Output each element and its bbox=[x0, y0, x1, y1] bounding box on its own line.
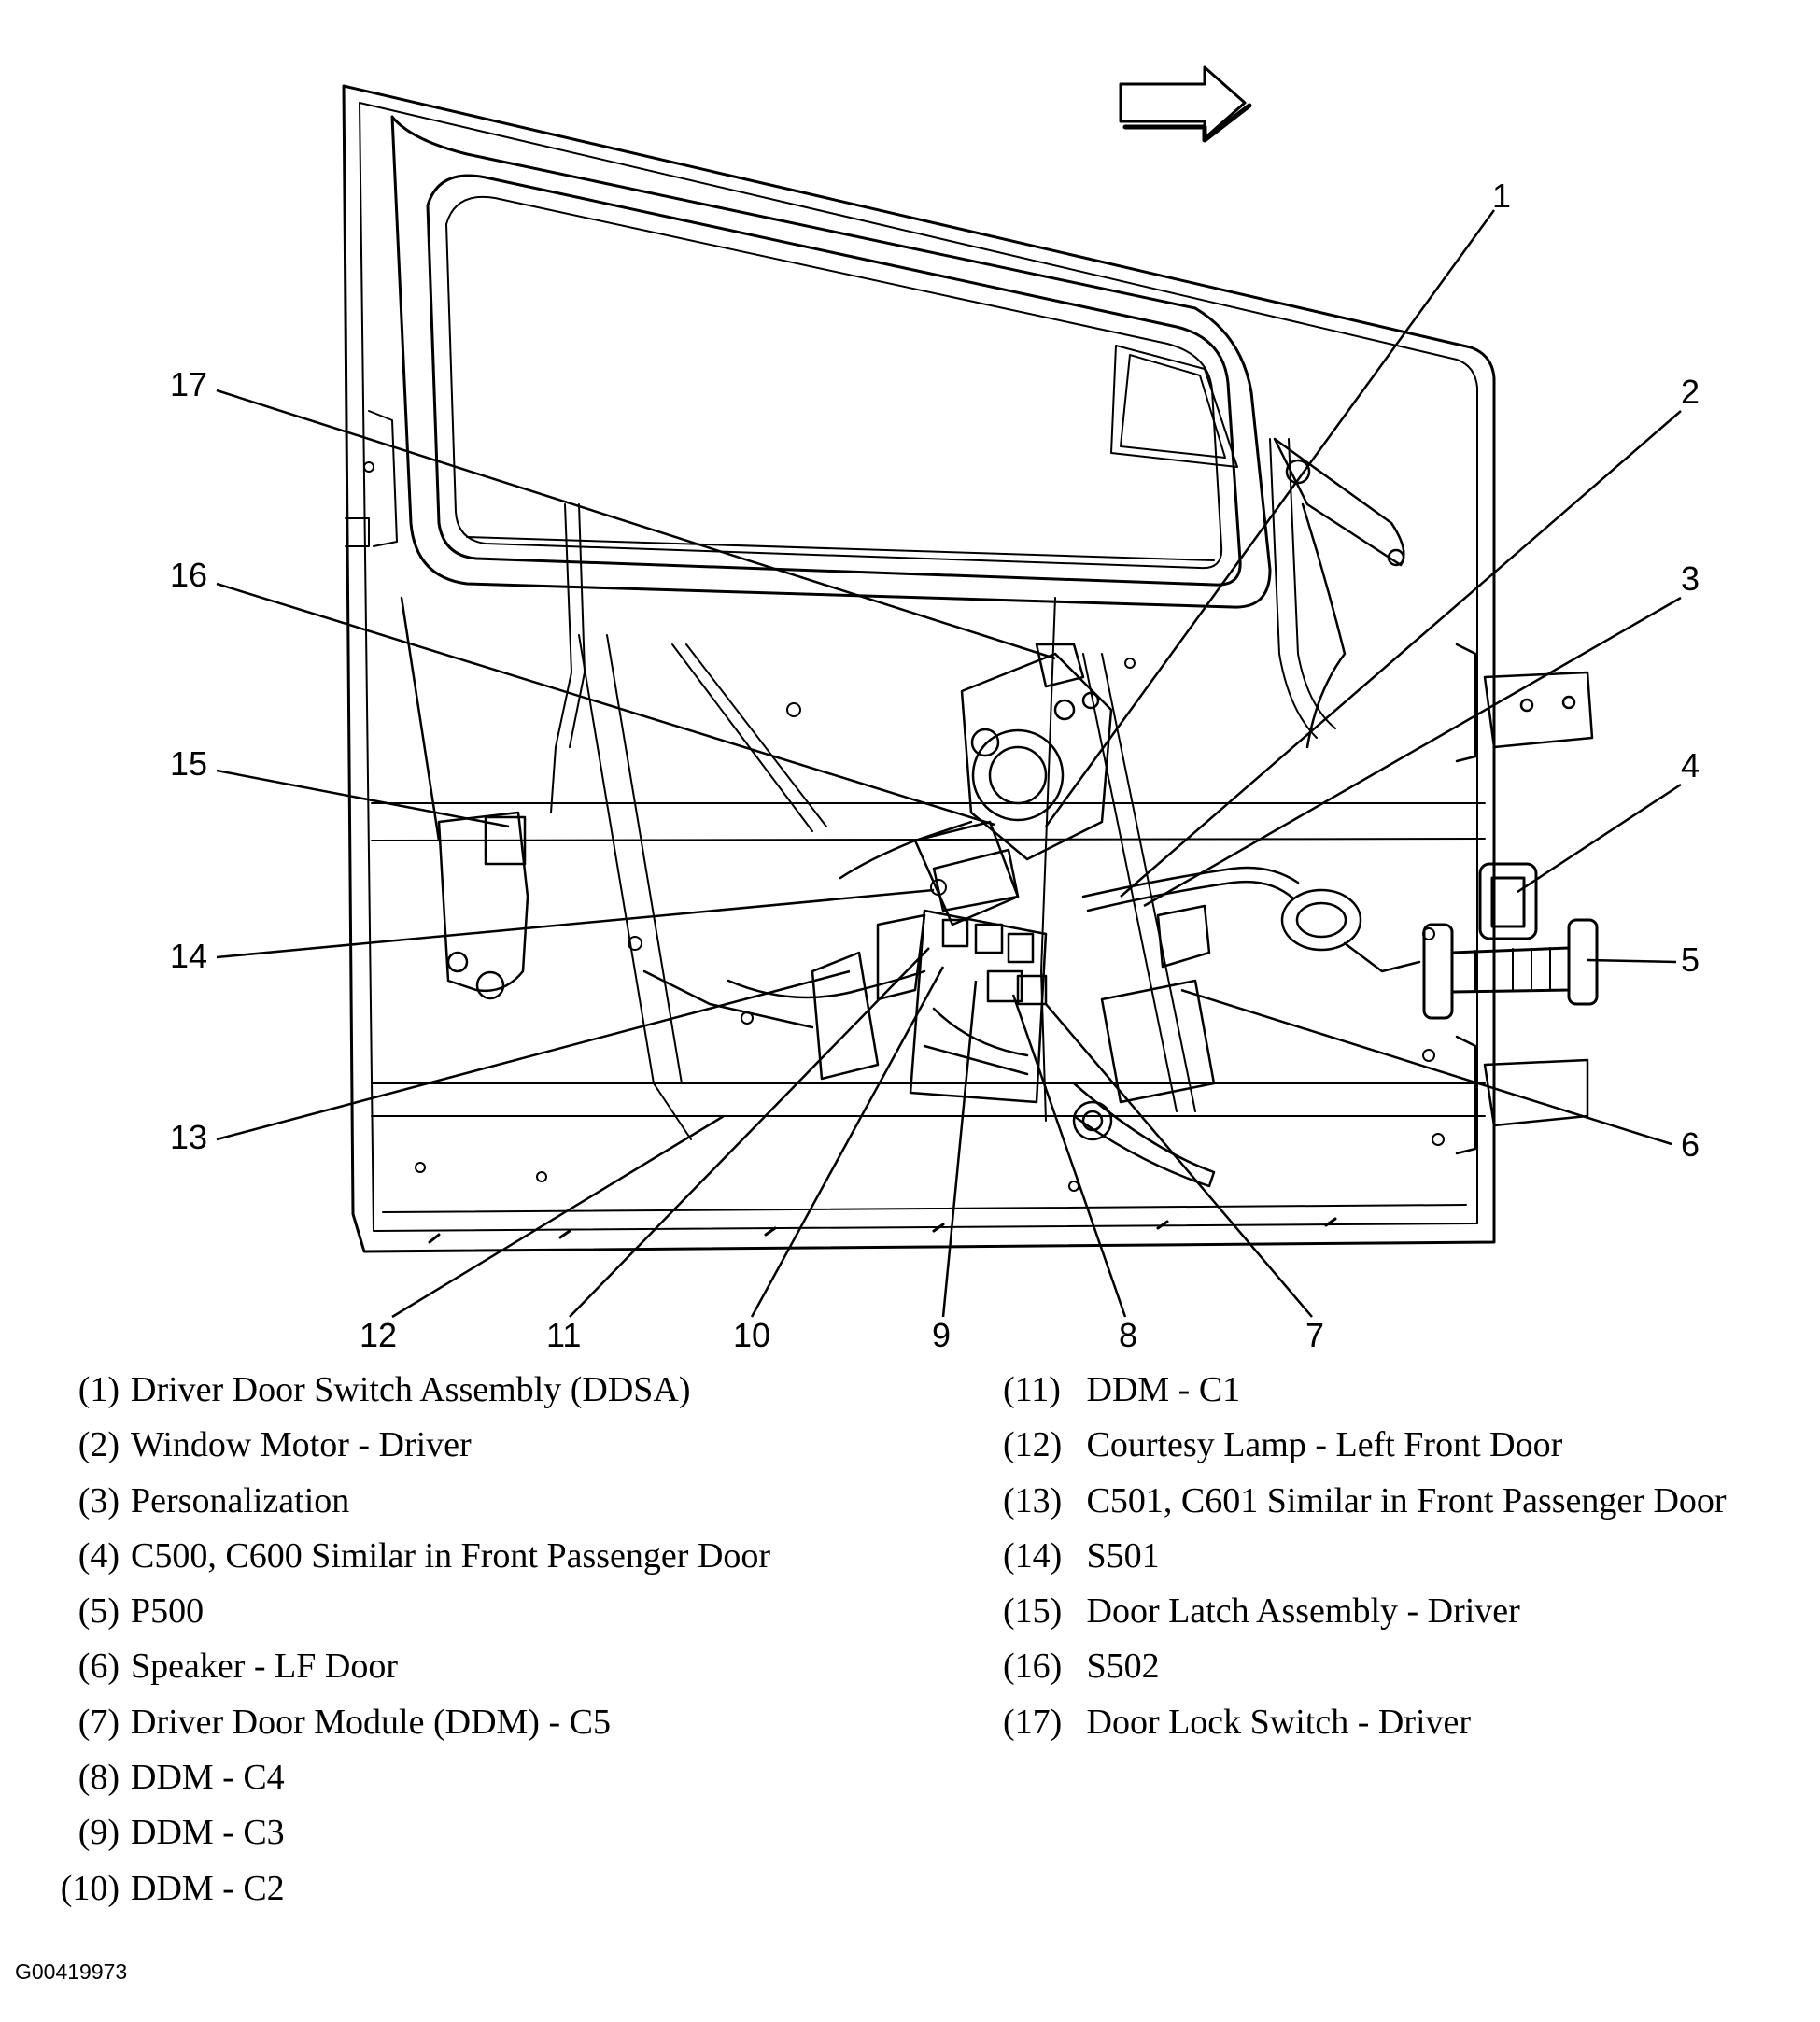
legend-item-3: (3)Personalization bbox=[78, 1480, 350, 1520]
callout-8: 8 bbox=[1119, 1316, 1137, 1354]
callout-13: 13 bbox=[170, 1118, 207, 1156]
legend-item-1: (1)Driver Door Switch Assembly (DDSA) bbox=[78, 1370, 691, 1409]
legend-item-10: (10)DDM - C2 bbox=[60, 1868, 285, 1908]
connector-c500 bbox=[1478, 862, 1538, 940]
callout-labels: 1 2 3 4 5 6 7 8 9 10 11 12 13 14 15 16 1… bbox=[170, 177, 1700, 1354]
callout-14: 14 bbox=[170, 937, 207, 975]
callout-9: 9 bbox=[932, 1316, 951, 1354]
door-shell bbox=[342, 84, 1496, 1253]
wire-harness bbox=[642, 820, 1421, 1029]
legend-item-17: (17) Door Lock Switch - Driver bbox=[1003, 1702, 1472, 1742]
legend-item-2: (2)Window Motor - Driver bbox=[78, 1425, 472, 1465]
legend-item-14: (14) S501 bbox=[1003, 1535, 1160, 1576]
legend-item-11: (11) DDM - C1 bbox=[1003, 1370, 1241, 1409]
callout-6: 6 bbox=[1681, 1125, 1700, 1164]
door-wiring-diagram: 1 2 3 4 5 6 7 8 9 10 11 12 13 14 15 16 1… bbox=[170, 65, 1700, 1354]
callout-16: 16 bbox=[170, 556, 207, 594]
window-regulator bbox=[913, 643, 1216, 1188]
connector-p500 bbox=[1422, 918, 1599, 1020]
legend-item-6: (6)Speaker - LF Door bbox=[78, 1647, 398, 1687]
callout-17: 17 bbox=[170, 365, 207, 403]
legend-left: (1)Driver Door Switch Assembly (DDSA) (2… bbox=[43, 1363, 977, 1916]
callout-2: 2 bbox=[1681, 373, 1700, 411]
callout-7: 7 bbox=[1305, 1316, 1324, 1354]
figure-id: G00419973 bbox=[15, 1959, 128, 1984]
callout-3: 3 bbox=[1681, 559, 1700, 598]
leader-lines bbox=[216, 209, 1682, 1319]
legend-item-4: (4)C500, C600 Similar in Front Passenger… bbox=[78, 1535, 771, 1576]
callout-12: 12 bbox=[360, 1316, 397, 1354]
legend-item-9: (9)DDM - C3 bbox=[78, 1813, 285, 1853]
legend-right: (11) DDM - C1 (12) Courtesy Lamp - Left … bbox=[1003, 1363, 1815, 1750]
legend-item-12: (12) Courtesy Lamp - Left Front Door bbox=[1003, 1425, 1563, 1465]
door-latch bbox=[400, 596, 529, 1000]
legend-item-7: (7)Driver Door Module (DDM) - C5 bbox=[78, 1702, 611, 1742]
legend-item-13: (13) C501, C601 Similar in Front Passeng… bbox=[1003, 1480, 1727, 1520]
window-frame bbox=[390, 115, 1272, 609]
door-module bbox=[811, 848, 1048, 1104]
fasteners bbox=[363, 461, 1445, 1244]
forward-arrow-icon bbox=[1119, 65, 1252, 143]
callout-15: 15 bbox=[170, 744, 207, 783]
callout-4: 4 bbox=[1681, 746, 1700, 785]
mirror-bracket bbox=[1273, 437, 1405, 749]
callout-1: 1 bbox=[1492, 177, 1511, 215]
callout-11: 11 bbox=[546, 1316, 581, 1354]
hinge-lower bbox=[1455, 1035, 1589, 1155]
callout-10: 10 bbox=[733, 1316, 770, 1354]
legend-item-5: (5)P500 bbox=[78, 1591, 205, 1632]
callout-5: 5 bbox=[1681, 940, 1700, 979]
legend-item-15: (15) Door Latch Assembly - Driver bbox=[1003, 1591, 1520, 1632]
hinge-upper bbox=[1455, 643, 1594, 763]
speaker bbox=[1100, 904, 1216, 1104]
legend-item-16: (16) S502 bbox=[1003, 1647, 1160, 1687]
legend-item-8: (8)DDM - C4 bbox=[78, 1758, 285, 1798]
